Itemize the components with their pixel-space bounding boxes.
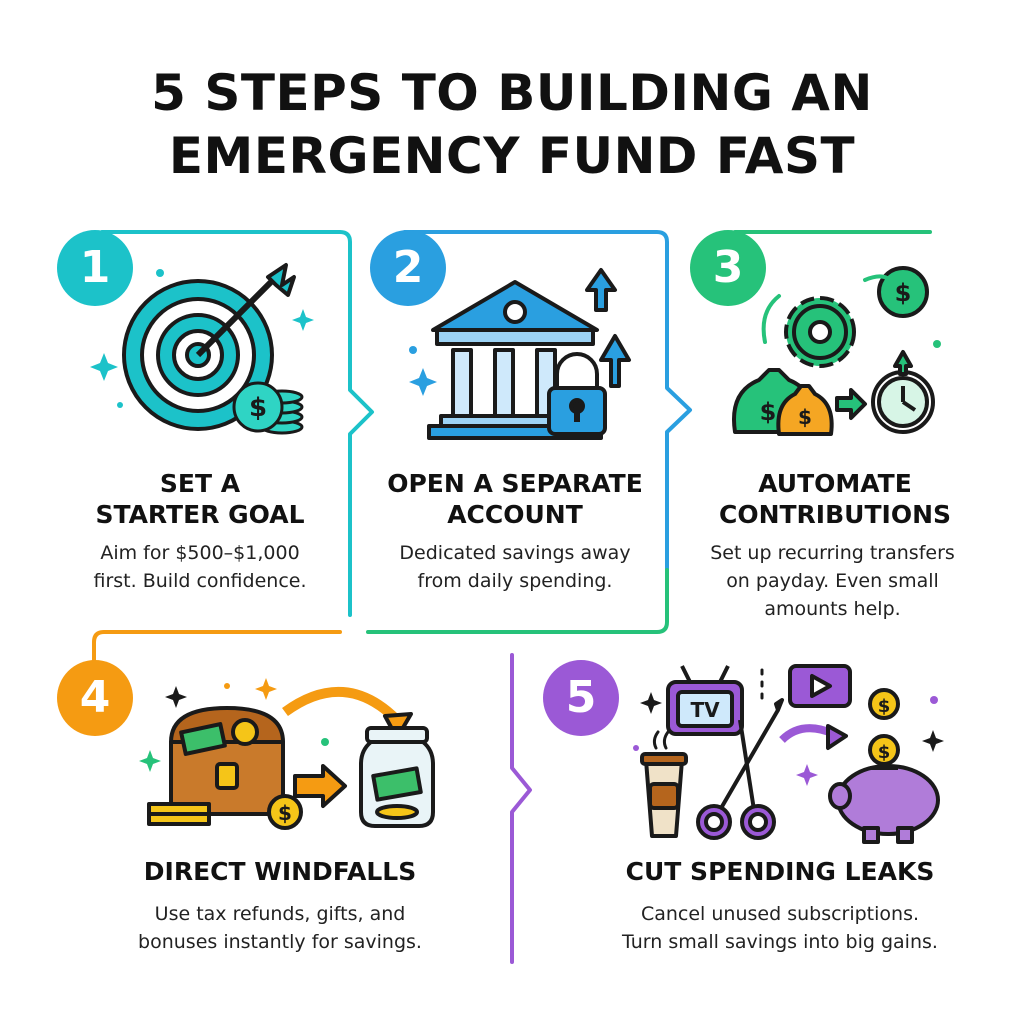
step-3-title: AUTOMATE CONTRIBUTIONS	[718, 469, 952, 529]
svg-text:$: $	[798, 405, 812, 429]
scissors-piggy-bank-icon: TV $ $	[633, 664, 944, 844]
automation-gear-icon: $ $ $	[732, 266, 941, 436]
target-arrow-icon: $	[90, 263, 314, 435]
step-5-badge: 5	[543, 660, 619, 736]
step-1-description: Aim for $500–$1,000 first. Build confide…	[93, 542, 307, 592]
step-4-description: Use tax refunds, gifts, and bonuses inst…	[138, 903, 422, 953]
title-line-1: 5 STEPS TO BUILDING AN	[151, 64, 873, 122]
tv-label: TV	[690, 698, 720, 722]
step-5-title: CUT SPENDING LEAKS	[625, 857, 935, 886]
step-4-title: DIRECT WINDFALLS	[143, 857, 417, 886]
svg-text:$: $	[878, 696, 891, 717]
step-2-title: OPEN A SEPARATE ACCOUNT	[387, 469, 643, 529]
bank-padlock-icon	[409, 268, 631, 440]
page-title: 5 STEPS TO BUILDING AN EMERGENCY FUND FA…	[0, 62, 1024, 188]
svg-text:$: $	[878, 742, 891, 763]
step-2-description: Dedicated savings away from daily spendi…	[399, 542, 631, 592]
step-3-description: Set up recurring transfers on payday. Ev…	[710, 542, 955, 620]
step-3-badge: 3	[690, 230, 766, 306]
title-line-2: EMERGENCY FUND FAST	[168, 127, 856, 185]
treasure-chest-jar-icon: $	[139, 678, 435, 830]
step-4-badge: 4	[57, 660, 133, 736]
svg-text:$: $	[895, 279, 912, 307]
svg-text:$: $	[249, 393, 267, 423]
step-2-badge: 2	[370, 230, 446, 306]
svg-text:$: $	[760, 398, 777, 426]
svg-text:$: $	[278, 801, 292, 825]
step-1-badge: 1	[57, 230, 133, 306]
step-1-title: SET A STARTER GOAL	[95, 469, 305, 529]
step-5-description: Cancel unused subscriptions. Turn small …	[622, 903, 938, 953]
